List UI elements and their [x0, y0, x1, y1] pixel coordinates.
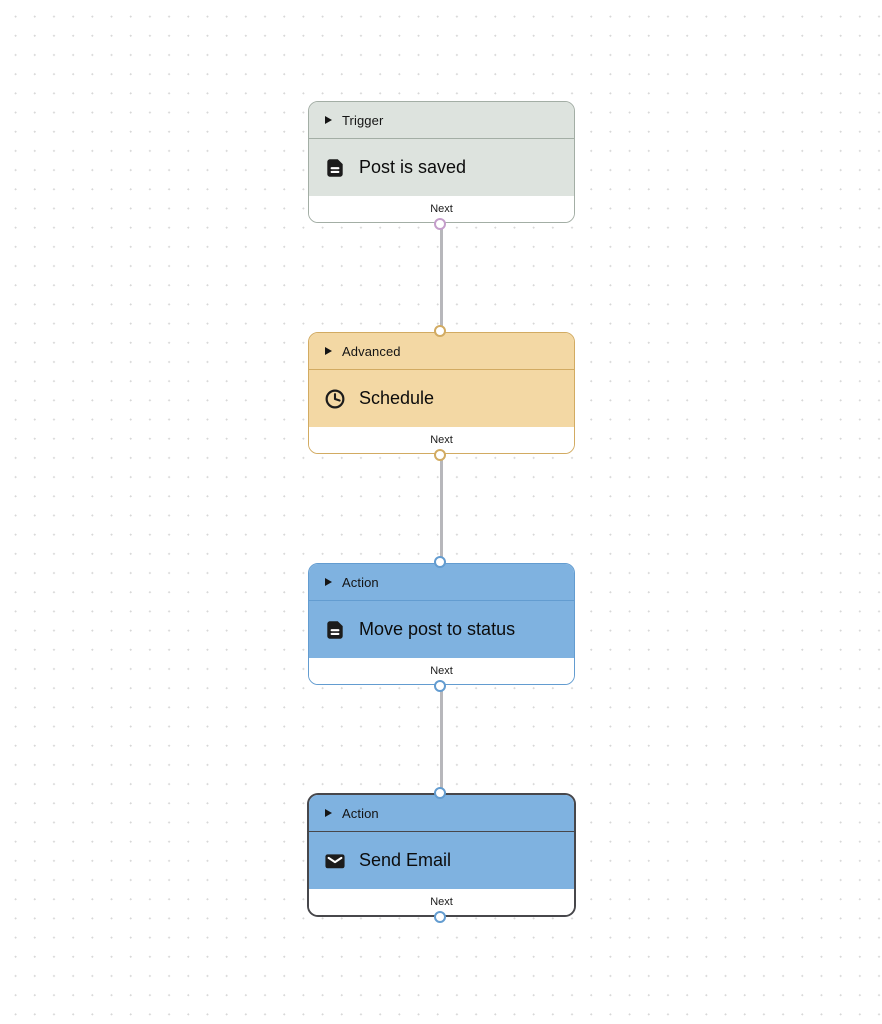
output-handle-next[interactable] — [433, 218, 446, 230]
edge-advanced-to-action1[interactable] — [440, 449, 443, 569]
node-footer: Next — [309, 658, 574, 684]
node-category-label: Action — [342, 574, 379, 590]
node-trigger-post-is-saved[interactable]: Trigger Post is saved Next — [308, 101, 575, 230]
node-category-label: Trigger — [342, 112, 384, 128]
collapse-arrow-icon[interactable] — [325, 578, 332, 586]
collapse-arrow-icon[interactable] — [325, 809, 332, 817]
node-category-label: Advanced — [342, 343, 401, 359]
node-body[interactable]: Send Email — [309, 832, 574, 889]
node-action-send-email[interactable]: Action Send Email Next — [308, 787, 575, 923]
node-header[interactable]: Action — [309, 795, 574, 832]
output-handle-next[interactable] — [433, 449, 446, 461]
mail-icon — [324, 850, 346, 872]
document-icon — [324, 619, 346, 641]
next-port-label: Next — [430, 896, 453, 908]
edge-action1-to-action2[interactable] — [440, 680, 443, 800]
collapse-arrow-icon[interactable] — [325, 116, 332, 124]
clock-icon — [324, 388, 346, 410]
input-handle[interactable] — [433, 556, 446, 568]
node-body[interactable]: Move post to status — [309, 601, 574, 658]
node-body[interactable]: Schedule — [309, 370, 574, 427]
next-port-label: Next — [430, 203, 453, 215]
input-handle[interactable] — [433, 787, 446, 799]
node-header[interactable]: Action — [309, 564, 574, 601]
next-port-label: Next — [430, 434, 453, 446]
node-body[interactable]: Post is saved — [309, 139, 574, 196]
next-port-label: Next — [430, 665, 453, 677]
document-icon — [324, 157, 346, 179]
node-advanced-schedule[interactable]: Advanced Schedule Next — [308, 325, 575, 461]
node-header[interactable]: Advanced — [309, 333, 574, 370]
node-title: Schedule — [359, 388, 435, 408]
node-footer: Next — [309, 427, 574, 453]
input-handle[interactable] — [433, 325, 446, 337]
node-category-label: Action — [342, 805, 379, 821]
node-action-move-post-to-status[interactable]: Action Move post to status Next — [308, 556, 575, 692]
edge-trigger-to-advanced[interactable] — [440, 218, 443, 338]
output-handle-next[interactable] — [433, 911, 446, 923]
node-header[interactable]: Trigger — [309, 102, 574, 139]
collapse-arrow-icon[interactable] — [325, 347, 332, 355]
node-title: Post is saved — [359, 157, 467, 177]
node-title: Move post to status — [359, 619, 516, 639]
output-handle-next[interactable] — [433, 680, 446, 692]
node-footer: Next — [309, 196, 574, 222]
node-footer: Next — [309, 889, 574, 915]
node-title: Send Email — [359, 850, 452, 870]
